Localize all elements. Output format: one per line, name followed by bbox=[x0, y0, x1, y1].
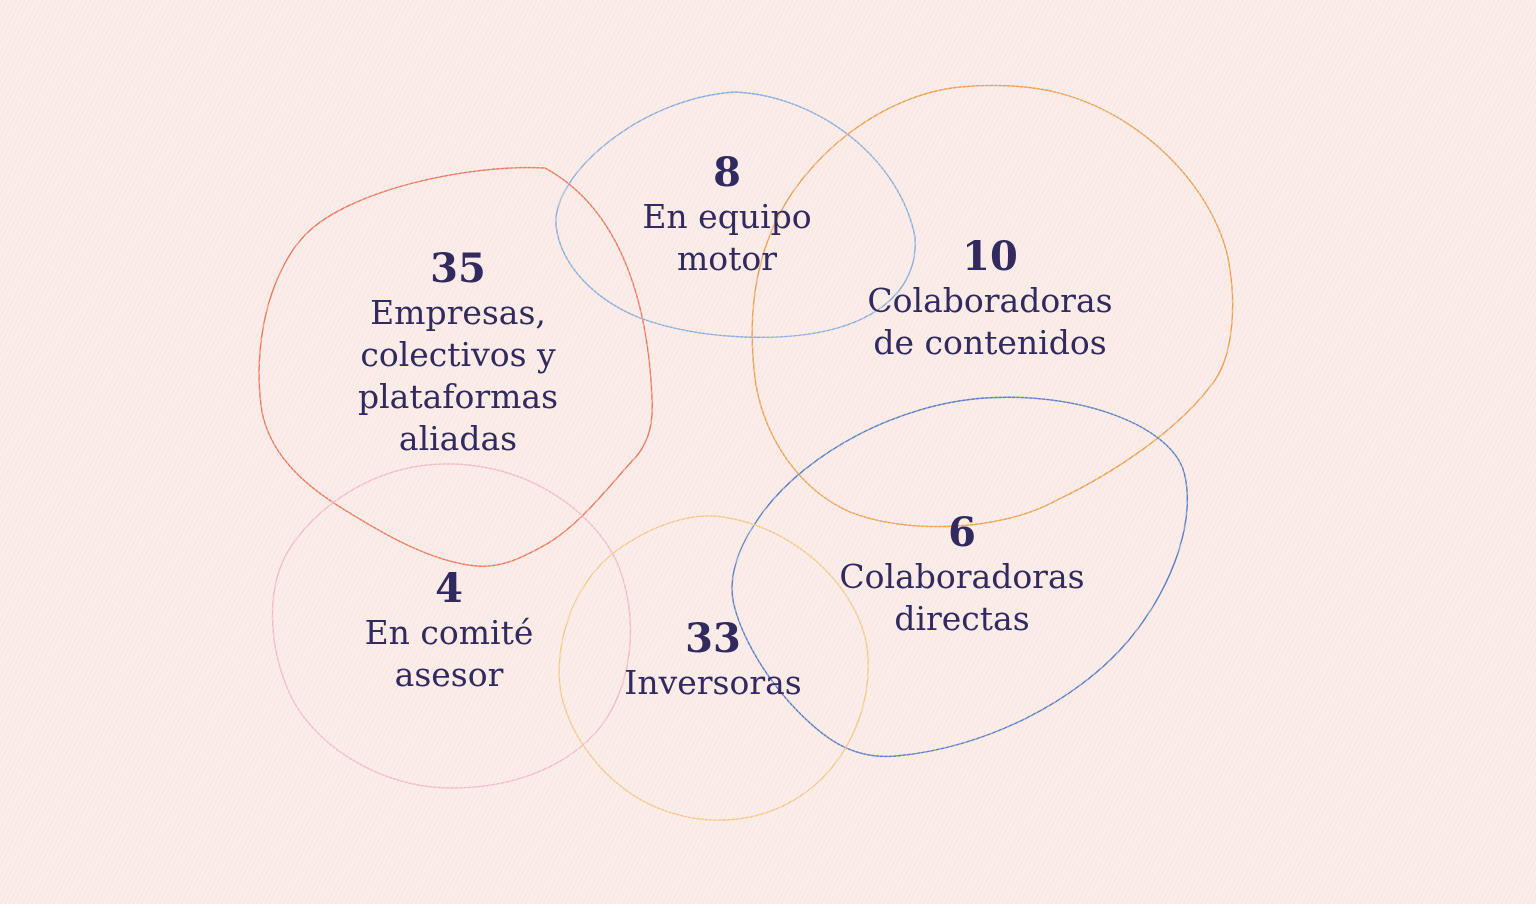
bubble-value: 10 bbox=[962, 233, 1018, 280]
bubble-label-equipo-motor: 8 En equipo motor bbox=[547, 150, 907, 280]
bubble-value: 6 bbox=[948, 509, 976, 556]
bubble-label-line: Inversoras bbox=[624, 663, 802, 702]
bubble-label-line: aliadas bbox=[398, 419, 518, 458]
bubble-label-line: Colaboradoras bbox=[839, 557, 1085, 596]
bubble-value: 8 bbox=[713, 149, 741, 196]
bubble-label-line: directas bbox=[894, 599, 1030, 638]
bubble-value: 4 bbox=[435, 565, 463, 612]
bubble-label-empresas: 35 Empresas, colectivos y plataformas al… bbox=[278, 246, 638, 460]
bubble-label-line: Empresas, bbox=[370, 293, 546, 332]
bubble-label-line: En equipo bbox=[642, 197, 812, 236]
bubble-label-line: colectivos y bbox=[360, 335, 556, 374]
bubble-value: 33 bbox=[685, 615, 741, 662]
bubble-label-comite-asesor: 4 En comité asesor bbox=[269, 566, 629, 696]
bubble-label-line: plataformas bbox=[357, 377, 559, 416]
bubble-outline-directas bbox=[731, 396, 1189, 758]
bubble-outline-contenidos bbox=[751, 84, 1234, 528]
bubble-label-inversoras: 33 Inversoras bbox=[533, 616, 893, 704]
bubble-label-directas: 6 Colaboradoras directas bbox=[762, 510, 1162, 640]
bubble-label-line: Colaboradoras bbox=[867, 281, 1113, 320]
bubble-label-line: asesor bbox=[394, 655, 504, 694]
bubble-value: 35 bbox=[430, 245, 486, 292]
bubble-outline-comite-asesor bbox=[271, 463, 632, 789]
bubble-label-line: motor bbox=[676, 239, 778, 278]
bubble-label-contenidos: 10 Colaboradoras de contenidos bbox=[790, 234, 1190, 364]
bubble-outline-inversoras bbox=[558, 515, 869, 821]
bubble-label-line: de contenidos bbox=[873, 323, 1107, 362]
bubble-label-line: En comité bbox=[364, 613, 534, 652]
bubble-outline-equipo-motor bbox=[555, 91, 916, 338]
bubble-outline-empresas bbox=[258, 166, 653, 567]
